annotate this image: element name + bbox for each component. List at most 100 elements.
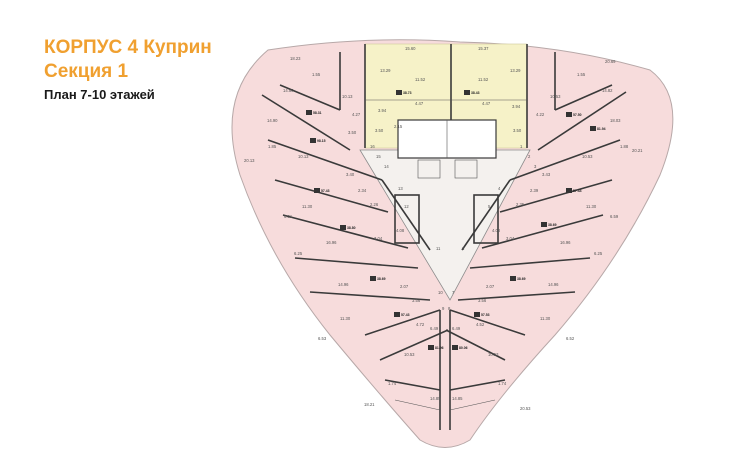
apartment-tag-a9[interactable]: 38.80 [340, 225, 356, 230]
svg-text:11.30: 11.30 [586, 204, 597, 209]
svg-text:6: 6 [462, 246, 465, 251]
section-title: Секция 1 [44, 61, 129, 82]
svg-text:1.88: 1.88 [620, 144, 629, 149]
svg-text:15.60: 15.60 [405, 46, 416, 51]
apartment-tag-a16[interactable]: 80.06 [452, 345, 468, 350]
svg-text:13.29: 13.29 [380, 68, 391, 73]
svg-text:10: 10 [438, 290, 443, 295]
apartment-tag-a15[interactable]: 81.96 [428, 345, 444, 350]
apartment-tag-a2[interactable]: 38.73 [396, 90, 412, 95]
apartment-tag-a10[interactable]: 38.69 [541, 222, 557, 227]
svg-text:4.47: 4.47 [482, 101, 491, 106]
svg-text:14.96: 14.96 [548, 282, 559, 287]
svg-text:3.50: 3.50 [375, 128, 384, 133]
apartment-tag-a6[interactable]: 81.94 [590, 126, 606, 131]
svg-text:3.50: 3.50 [513, 128, 522, 133]
svg-text:57.50: 57.50 [573, 113, 582, 117]
svg-text:1.74: 1.74 [498, 381, 507, 386]
apartment-tag-a3[interactable]: 38.43 [464, 90, 480, 95]
apartment-tag-a8[interactable]: 57.34 [566, 188, 582, 193]
svg-text:57.43: 57.43 [321, 189, 330, 193]
svg-text:38.43: 38.43 [471, 91, 480, 95]
svg-text:1.55: 1.55 [312, 72, 321, 77]
svg-text:6.25: 6.25 [594, 251, 603, 256]
apartment-tag-a4[interactable]: 57.50 [566, 112, 582, 117]
svg-text:18.03: 18.03 [610, 118, 621, 123]
svg-text:6.52: 6.52 [566, 336, 575, 341]
svg-text:13: 13 [398, 186, 403, 191]
svg-text:6.53: 6.53 [318, 336, 327, 341]
svg-text:3: 3 [534, 164, 537, 169]
svg-text:18.23: 18.23 [290, 56, 301, 61]
svg-text:10.13: 10.13 [298, 154, 309, 159]
svg-text:14.86: 14.86 [283, 88, 294, 93]
svg-text:14.85: 14.85 [430, 396, 441, 401]
svg-text:7: 7 [452, 290, 455, 295]
room-dimension-labels: 15.60 15.37 13.29 13.29 11.52 11.52 4.47… [244, 46, 643, 411]
svg-text:1.55: 1.55 [577, 72, 586, 77]
svg-text:57.34: 57.34 [573, 189, 582, 193]
svg-text:20.13: 20.13 [244, 158, 255, 163]
svg-text:15.37: 15.37 [478, 46, 489, 51]
svg-text:2.07: 2.07 [486, 284, 495, 289]
right-wing-walls [445, 91, 627, 361]
svg-text:16.96: 16.96 [326, 240, 337, 245]
svg-text:38.69: 38.69 [548, 223, 557, 227]
svg-text:10.53: 10.53 [582, 154, 593, 159]
svg-text:3.94: 3.94 [512, 104, 521, 109]
svg-text:4.52: 4.52 [476, 322, 485, 327]
svg-text:3.50: 3.50 [348, 130, 357, 135]
svg-text:2.07: 2.07 [400, 284, 409, 289]
apartment-tag-a12[interactable]: 38.69 [510, 276, 526, 281]
svg-text:98.15: 98.15 [317, 139, 326, 143]
apartment-tag-a14[interactable]: 57.53 [474, 312, 490, 317]
svg-text:57.43: 57.43 [401, 313, 410, 317]
svg-text:11.30: 11.30 [540, 316, 551, 321]
svg-text:81.94: 81.94 [597, 127, 606, 131]
svg-text:11.52: 11.52 [415, 77, 426, 82]
svg-text:2.39: 2.39 [530, 188, 539, 193]
apartment-tag-a11[interactable]: 38.69 [370, 276, 386, 281]
svg-text:3.04: 3.04 [506, 236, 515, 241]
svg-text:57.53: 57.53 [481, 313, 490, 317]
svg-text:20.53: 20.53 [520, 406, 531, 411]
svg-text:81.96: 81.96 [435, 346, 444, 350]
bottom-wing-walls [384, 310, 506, 430]
svg-text:14.85: 14.85 [452, 396, 463, 401]
apartment-tag-a1[interactable]: 58.31 [306, 110, 322, 115]
apartment-tag-a13[interactable]: 57.43 [394, 312, 410, 317]
svg-text:2.35: 2.35 [516, 202, 525, 207]
svg-text:3.43: 3.43 [542, 172, 551, 177]
svg-text:13.29: 13.29 [510, 68, 521, 73]
apartment-tag-a7[interactable]: 57.43 [314, 188, 330, 193]
svg-text:11.30: 11.30 [340, 316, 351, 321]
building-title: КОРПУС 4 Куприн [44, 37, 212, 58]
plan-heading: КОРПУС 4 Куприн Секция 1 План 7-10 этаже… [44, 36, 212, 104]
svg-text:20.69: 20.69 [605, 59, 616, 64]
svg-text:4.72: 4.72 [416, 322, 425, 327]
svg-text:38.69: 38.69 [377, 277, 386, 281]
svg-text:4.08: 4.08 [396, 228, 405, 233]
svg-text:10.53: 10.53 [550, 94, 561, 99]
svg-text:58.31: 58.31 [313, 111, 322, 115]
svg-text:12: 12 [404, 204, 409, 209]
svg-text:6.31: 6.31 [284, 214, 293, 219]
svg-text:6.49: 6.49 [452, 326, 461, 331]
svg-text:6.59: 6.59 [610, 214, 619, 219]
svg-text:11.52: 11.52 [478, 77, 489, 82]
apartment-tag-a5[interactable]: 98.15 [310, 138, 326, 143]
svg-text:38.73: 38.73 [403, 91, 412, 95]
svg-text:3.40: 3.40 [346, 172, 355, 177]
svg-text:15: 15 [376, 154, 381, 159]
svg-text:8: 8 [448, 306, 451, 311]
svg-text:18.21: 18.21 [364, 402, 375, 407]
svg-text:4.47: 4.47 [415, 101, 424, 106]
svg-text:4.27: 4.27 [352, 112, 361, 117]
svg-text:4.22: 4.22 [536, 112, 545, 117]
svg-text:16: 16 [370, 144, 375, 149]
svg-text:14: 14 [384, 164, 389, 169]
svg-text:6.49: 6.49 [430, 326, 439, 331]
svg-text:16.96: 16.96 [560, 240, 571, 245]
svg-text:1.74: 1.74 [388, 381, 397, 386]
